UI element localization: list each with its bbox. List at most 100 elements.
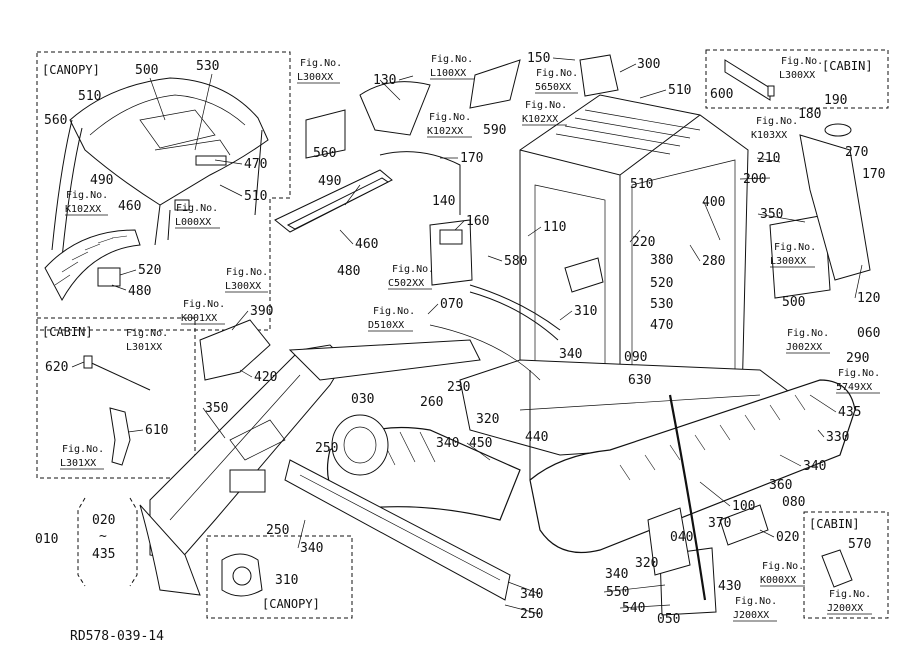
fig-ref-l300-left[interactable]: Fig.No.L300XX	[225, 267, 268, 293]
document-code: RD578-039-14	[70, 629, 164, 644]
part-460: 460	[118, 199, 141, 214]
part-530: 530	[196, 59, 219, 74]
arm	[288, 339, 481, 381]
cabin-inset-left: [CABIN] 620 610	[36, 317, 196, 479]
fig-ref-j200-a[interactable]: Fig.No.J200XX	[733, 596, 777, 622]
part-080: 080	[782, 495, 805, 510]
canopy-inset-bottom-title: [CANOPY]	[262, 597, 320, 611]
part-050: 050	[657, 612, 680, 627]
main-track	[529, 379, 856, 554]
svg-text:L100XX: L100XX	[430, 68, 466, 79]
fig-ref-5650[interactable]: Fig.No.5650XX	[535, 68, 578, 94]
fig-ref-j200-b[interactable]: Fig.No.J200XX	[827, 589, 872, 615]
model-range: 010 020 ~ 435	[35, 497, 138, 587]
dozer-blade	[284, 459, 511, 601]
fig-ref-d510[interactable]: Fig.No.D510XX	[368, 306, 415, 332]
svg-text:L300XX: L300XX	[779, 70, 815, 81]
fig-ref-l300-top[interactable]: Fig.No.L300XX	[297, 58, 342, 84]
fig-ref-l300-cabin[interactable]: Fig.No.L300XX	[779, 56, 823, 81]
fig-ref-l300-right[interactable]: Fig.No.L300XX	[770, 242, 816, 268]
range-tilde: ~	[99, 529, 107, 544]
part-550: 550	[606, 585, 629, 600]
side-panel-500	[769, 214, 831, 299]
part-380: 380	[650, 253, 673, 268]
part-100: 100	[732, 499, 755, 514]
part-250: 250	[315, 441, 338, 456]
fig-ref-k000[interactable]: Fig.No. K000XX	[760, 561, 805, 587]
part-520: 520	[650, 276, 673, 291]
fig-ref-l301-b[interactable]: Fig.No.L301XX	[60, 444, 104, 470]
part-450: 450	[469, 436, 492, 451]
svg-text:L000XX: L000XX	[175, 217, 211, 228]
fig-ref-k001[interactable]: Fig.No. K001XX	[181, 299, 225, 325]
part-130: 130	[373, 73, 396, 88]
part-530: 530	[650, 297, 673, 312]
canopy-roof	[69, 77, 269, 206]
part-260: 260	[420, 395, 443, 410]
fig-ref-k103[interactable]: Fig.No.K103XX	[751, 116, 798, 141]
svg-text:Fig.No.: Fig.No.	[373, 306, 415, 317]
part-630: 630	[628, 373, 651, 388]
part-420: 420	[254, 370, 277, 385]
svg-text:Fig.No.: Fig.No.	[176, 203, 218, 214]
fig-ref-l000[interactable]: Fig.No. L000XX	[175, 203, 220, 229]
part-340: 340	[559, 347, 582, 362]
part-340: 340	[803, 459, 826, 474]
part-090: 090	[624, 350, 647, 365]
svg-text:5650XX: 5650XX	[535, 82, 571, 93]
svg-text:Fig.No.: Fig.No.	[431, 54, 473, 65]
part-350: 350	[205, 401, 228, 416]
part-310: 310	[574, 304, 597, 319]
canopy-inset-title: [CANOPY]	[42, 63, 100, 77]
part-470: 470	[244, 157, 267, 172]
fig-ref-l301-a[interactable]: Fig.No.L301XX	[126, 328, 168, 353]
part-610: 610	[145, 423, 168, 438]
cabin-inset-bottom-right-title: [CABIN]	[809, 517, 860, 531]
part-230: 230	[447, 380, 470, 395]
part-460: 460	[355, 237, 378, 252]
fig-ref-j002[interactable]: Fig.No.J002XX	[786, 328, 830, 354]
part-270: 270	[845, 145, 868, 160]
cabin-hinge	[109, 407, 131, 466]
svg-text:L300XX: L300XX	[770, 256, 806, 267]
svg-text:Fig.No.: Fig.No.	[756, 116, 798, 127]
part-560: 560	[44, 113, 67, 128]
part-callouts: 150 300 510 190 180 270 170 210 200 350 …	[202, 51, 885, 627]
part-370: 370	[708, 516, 731, 531]
part-340: 340	[300, 541, 323, 556]
svg-text:Fig.No.: Fig.No.	[762, 561, 804, 572]
fig-ref-k102-mid[interactable]: Fig.No.K102XX	[427, 112, 472, 138]
svg-text:Fig.No.: Fig.No.	[183, 299, 225, 310]
part-160: 160	[466, 214, 489, 229]
svg-text:K001XX: K001XX	[181, 313, 217, 324]
svg-text:Fig.No.: Fig.No.	[735, 596, 777, 607]
part-470: 470	[650, 318, 673, 333]
part-140: 140	[432, 194, 455, 209]
canopy-inset: [CANOPY] 500 530 510 560 490 470 510 460…	[36, 51, 291, 331]
fig-ref-k102-canopy[interactable]: Fig.No.K102XX	[65, 190, 108, 216]
part-280: 280	[702, 254, 725, 269]
part-320: 320	[476, 412, 499, 427]
part-435: 435	[92, 547, 115, 562]
machine-body	[139, 54, 871, 616]
part-310: 310	[275, 573, 298, 588]
cabin-inset-top-right-border	[705, 49, 889, 109]
svg-text:C502XX: C502XX	[388, 278, 424, 289]
part-510: 510	[78, 89, 101, 104]
fig-ref-k102-right[interactable]: Fig.No.K102XX	[522, 100, 567, 126]
part-620: 620	[45, 360, 68, 375]
svg-text:K000XX: K000XX	[760, 575, 796, 586]
cabin-inset-top-right: [CABIN] 600	[705, 49, 889, 109]
part-290: 290	[846, 351, 869, 366]
fig-ref-c502[interactable]: Fig.No.C502XX	[388, 264, 434, 290]
part-400: 400	[702, 195, 725, 210]
svg-text:L301XX: L301XX	[60, 458, 96, 469]
part-570: 570	[848, 537, 871, 552]
fig-ref-5749[interactable]: Fig.No.5749XX	[836, 368, 880, 394]
fig-ref-l100[interactable]: Fig.No. L100XX	[430, 54, 474, 80]
bucket-linkage	[139, 504, 201, 596]
part-170: 170	[460, 151, 483, 166]
part-030: 030	[351, 392, 374, 407]
cabin-inset-bottom-right: [CABIN] 570	[803, 511, 889, 619]
svg-text:Fig.No.: Fig.No.	[226, 267, 268, 278]
